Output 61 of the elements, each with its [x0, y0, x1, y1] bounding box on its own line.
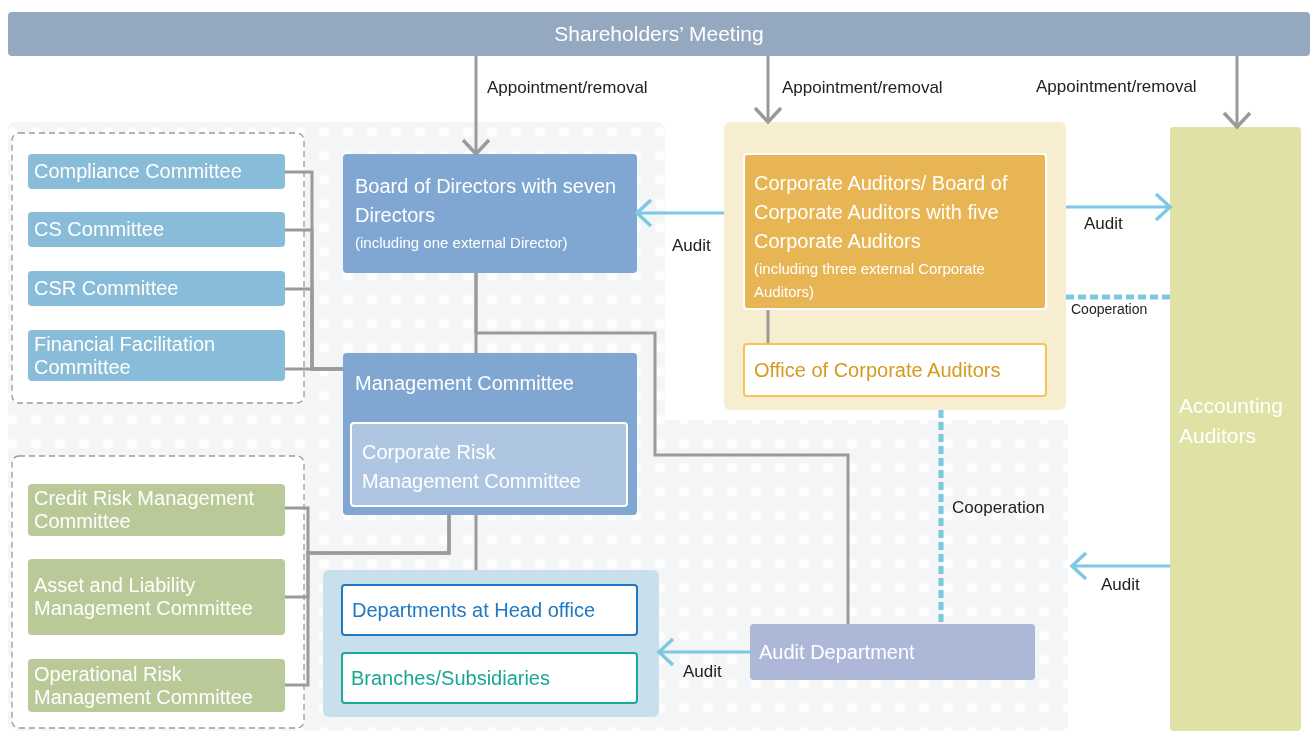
node-label: Credit Risk Management Committee: [34, 487, 256, 533]
node-label: Accounting Auditors: [1179, 393, 1284, 450]
arrow: [1070, 551, 1170, 581]
branch-box: [341, 652, 638, 704]
node-label: Management Committee: [355, 371, 575, 396]
node-label: Departments at Head office: [352, 597, 597, 623]
connector-line: [474, 515, 478, 570]
node-label: CS Committee: [34, 218, 166, 241]
connector-line: [938, 410, 944, 624]
arrow: [461, 56, 491, 156]
node-label: Board of Directors with seven Directors: [355, 174, 618, 228]
connector-line: [766, 310, 770, 343]
node-label: Office of Corporate Auditors: [754, 357, 1002, 383]
node-label: Shareholders’ Meeting: [554, 20, 764, 47]
header-bar: [8, 12, 1310, 56]
management-box: [343, 353, 637, 515]
arrow: [753, 56, 783, 124]
departments-panel: [323, 570, 659, 717]
committee-box: [28, 484, 285, 536]
edge-label: Cooperation: [1071, 302, 1148, 316]
committee-box: [28, 330, 285, 381]
auditors-box: [743, 153, 1047, 310]
office-box: [743, 343, 1047, 397]
board-box: [343, 154, 637, 273]
audit-department-box: [750, 624, 1035, 680]
node-label: Operational Risk Management Committee: [34, 662, 254, 709]
node-note: (including one external Director): [355, 233, 569, 253]
edge-label: Audit: [1101, 576, 1140, 593]
edge-label: Audit: [683, 663, 722, 680]
edge-label: Appointment/removal: [782, 79, 943, 96]
edge-label: Appointment/removal: [1036, 78, 1197, 95]
arrow: [1066, 192, 1172, 222]
arrow: [635, 198, 724, 228]
node-label: Corporate Risk Management Committee: [362, 440, 582, 494]
edge-label: Appointment/removal: [487, 79, 648, 96]
accounting-auditors-box: [1170, 127, 1301, 731]
risk-committee-box: [350, 422, 628, 507]
arrow: [657, 637, 750, 667]
node-label: Compliance Committee: [34, 160, 243, 183]
committee-box: [28, 559, 285, 635]
node-label: Audit Department: [759, 639, 916, 665]
connector-line: [1066, 294, 1170, 300]
node-label: Asset and Liability Management Committee: [34, 574, 254, 620]
connector-line: [285, 367, 343, 371]
edge-label: Cooperation: [952, 499, 1045, 516]
connector-line: [474, 273, 850, 624]
node-note: (including three external Corporate Auditors): [754, 259, 986, 302]
node-label: Corporate Auditors/ Board of Corporate Auditors with five Corporate Auditors: [754, 171, 1009, 254]
committee-box: [28, 271, 285, 306]
connector-line: [285, 515, 451, 687]
edge-label: Audit: [672, 237, 711, 254]
node-label: Branches/Subsidiaries: [351, 665, 551, 691]
committee-box: [28, 212, 285, 247]
arrow: [1222, 56, 1252, 129]
committee-box: [28, 154, 285, 189]
node-label: CSR Committee: [34, 277, 180, 300]
auditors-panel: [724, 122, 1066, 410]
edge-label: Audit: [1084, 215, 1123, 232]
node-label: Financial Facilitation Committee: [34, 332, 217, 379]
department-box: [341, 584, 638, 636]
committee-box: [28, 659, 285, 712]
